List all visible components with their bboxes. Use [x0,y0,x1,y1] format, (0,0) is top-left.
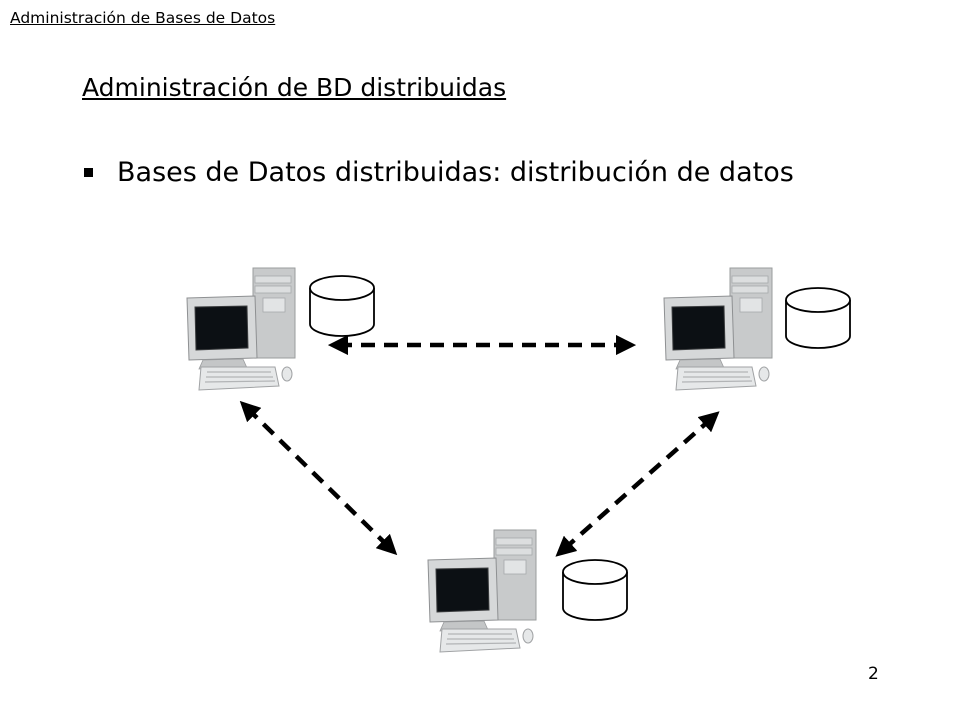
database-icon [785,287,851,349]
page-number: 2 [868,664,879,684]
computer-icon [663,267,773,391]
node-top-left [186,267,375,391]
database-icon [309,275,375,337]
link-right [555,411,720,557]
node-top-right [663,267,851,391]
computer-icon [427,529,537,653]
bullet-item: Bases de Datos distribuidas: distribució… [84,157,794,188]
database-icon [562,559,628,621]
slide-title: Administración de BD distribuidas [82,73,507,102]
computer-icon [186,267,296,391]
bullet-text: Bases de Datos distribuidas: distribució… [117,157,794,188]
square-bullet-icon [84,168,93,177]
node-bottom [427,529,628,653]
presentation-header: Administración de Bases de Datos [10,9,276,27]
link-left [239,400,398,556]
